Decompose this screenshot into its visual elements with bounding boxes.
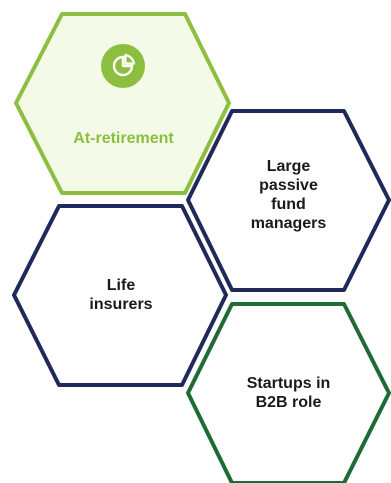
label-large-passive: Large passive fund managers (250, 158, 327, 232)
label-life-insurers: Life insurers (89, 277, 153, 313)
label-at-retirement: At-retirement (73, 130, 174, 147)
pie-chart-icon (101, 44, 145, 88)
hexagon-life-insurers (12, 204, 228, 387)
hexagon-startups (186, 302, 391, 483)
label-startups: Startups in B2B role (246, 375, 331, 411)
hexagon-at-retirement (14, 12, 231, 195)
hexagon-large-passive (186, 109, 391, 292)
